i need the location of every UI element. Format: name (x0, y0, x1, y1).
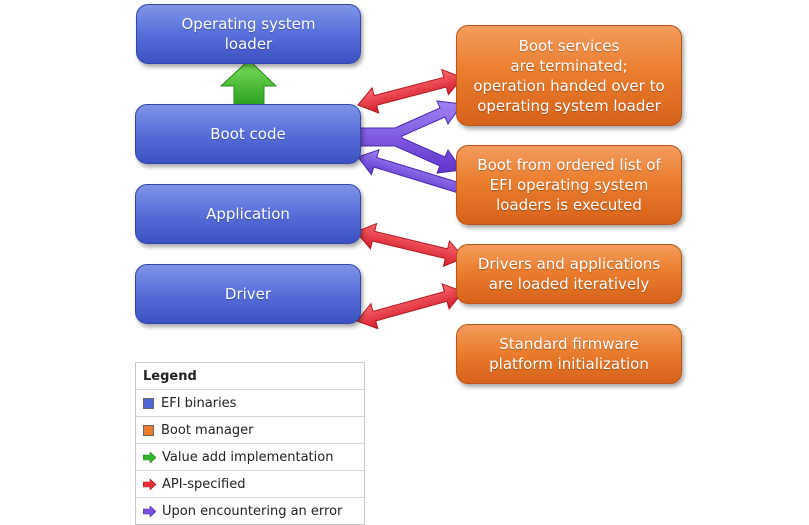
boot-services-box: Boot services are terminated; operation … (456, 25, 682, 126)
red-arrow-icon (143, 478, 156, 490)
legend-item-boot-manager: Boot manager (136, 416, 364, 443)
drivers-apps-label: Drivers and applications are loaded iter… (477, 255, 661, 293)
legend-item-label: API-specified (162, 476, 246, 492)
legend-item-label: Value add implementation (162, 449, 334, 465)
legend-item-label: EFI binaries (161, 395, 237, 411)
boot-code-box: Boot code (135, 104, 361, 164)
boot-ordered-label: Boot from ordered list of EFI operating … (477, 156, 661, 214)
driver-label: Driver (224, 285, 272, 303)
legend-item-error: Upon encountering an error (136, 497, 364, 524)
legend-item-label: Upon encountering an error (162, 503, 343, 519)
application-label: Application (206, 205, 290, 223)
red-arrow-application-drivers (355, 222, 465, 268)
std-firmware-label: Standard firmware platform initializatio… (489, 335, 649, 373)
purple-fork-arrow (357, 100, 463, 174)
legend-item-value-add: Value add implementation (136, 443, 364, 470)
std-firmware-box: Standard firmware platform initializatio… (456, 324, 682, 384)
legend-title-row: Legend (136, 363, 364, 389)
os-loader-box: Operating system loader (136, 4, 361, 64)
orange-square-icon (143, 424, 154, 436)
purple-arrow-icon (143, 505, 156, 517)
blue-square-icon (143, 397, 154, 409)
red-arrow-driver-drivers (356, 283, 464, 330)
legend-item-label: Boot manager (161, 422, 254, 438)
boot-code-label: Boot code (210, 125, 286, 143)
legend: Legend EFI binaries Boot manager Value a… (135, 362, 365, 525)
legend-item-api-specified: API-specified (136, 470, 364, 497)
application-box: Application (135, 184, 361, 244)
green-arrow-icon (143, 451, 156, 463)
legend-item-efi-binaries: EFI binaries (136, 389, 364, 416)
driver-box: Driver (135, 264, 361, 324)
green-up-arrow (219, 59, 278, 111)
boot-ordered-box: Boot from ordered list of EFI operating … (456, 145, 682, 225)
boot-services-label: Boot services are terminated; operation … (473, 36, 665, 115)
legend-title: Legend (143, 368, 197, 384)
drivers-apps-box: Drivers and applications are loaded iter… (456, 244, 682, 304)
os-loader-label: Operating system loader (181, 15, 316, 53)
